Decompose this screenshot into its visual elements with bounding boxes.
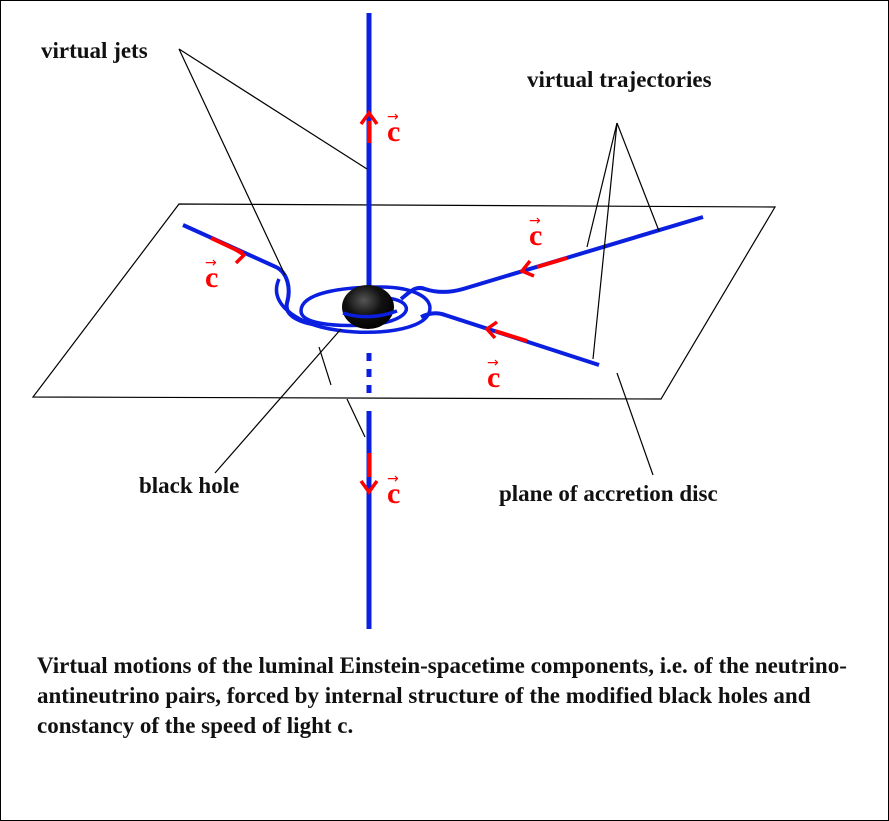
vector-arrow-left: → [205,255,217,271]
left-trajectory [182,223,320,327]
leader-traj-to-lower [592,122,618,360]
leader-jets-to-disc [318,346,332,386]
black-hole [342,285,394,329]
leader-jets-to-bottom [346,398,366,438]
c-label-bottom: c [387,477,400,510]
vector-arrow-bottom: → [387,471,399,487]
arrowhead-bottom [359,479,379,495]
c-label-upper-right: c [529,219,542,252]
c-label-lower-right: c [487,361,500,394]
arrowhead-upper-right [519,259,535,278]
arrowhead-top [359,110,379,126]
leader-traj-to-upper [586,122,618,248]
c-label-top: c [387,115,400,148]
arrowhead-left [232,246,247,265]
leader-traj-to-right-end [616,122,660,232]
accretion-plane [31,203,777,400]
figure-caption: Virtual motions of the luminal Einstein-… [37,653,847,738]
vector-arrow-lower-right: → [487,355,499,371]
c-vector-bottom: → c [387,471,400,510]
leader-plane [616,372,654,476]
label-virtual-jets: virtual jets [41,38,148,63]
leader-jets-to-top [178,48,368,170]
label-plane: plane of accretion disc [499,481,718,506]
arrowhead-lower-right [484,320,499,340]
c-vector-left: → c [205,255,218,294]
leader-jets-to-left [178,48,286,276]
upper-right-trajectory [399,215,704,301]
spiral-front-strand [342,309,398,319]
label-black-hole: black hole [139,473,239,498]
lower-right-trajectory [420,311,600,367]
velocity-segment-lower-right [494,329,528,343]
vector-arrow-upper-right: → [529,213,541,229]
c-label-left: c [205,261,218,294]
c-vector-upper-right: → c [529,213,542,252]
vector-arrow-top: → [387,109,399,125]
velocity-segment-upper-right [536,256,568,269]
label-virtual-trajectories: virtual trajectories [527,67,712,92]
leader-black-hole [214,328,342,474]
c-vector-top: → c [387,109,400,148]
c-vector-lower-right: → c [487,355,500,394]
